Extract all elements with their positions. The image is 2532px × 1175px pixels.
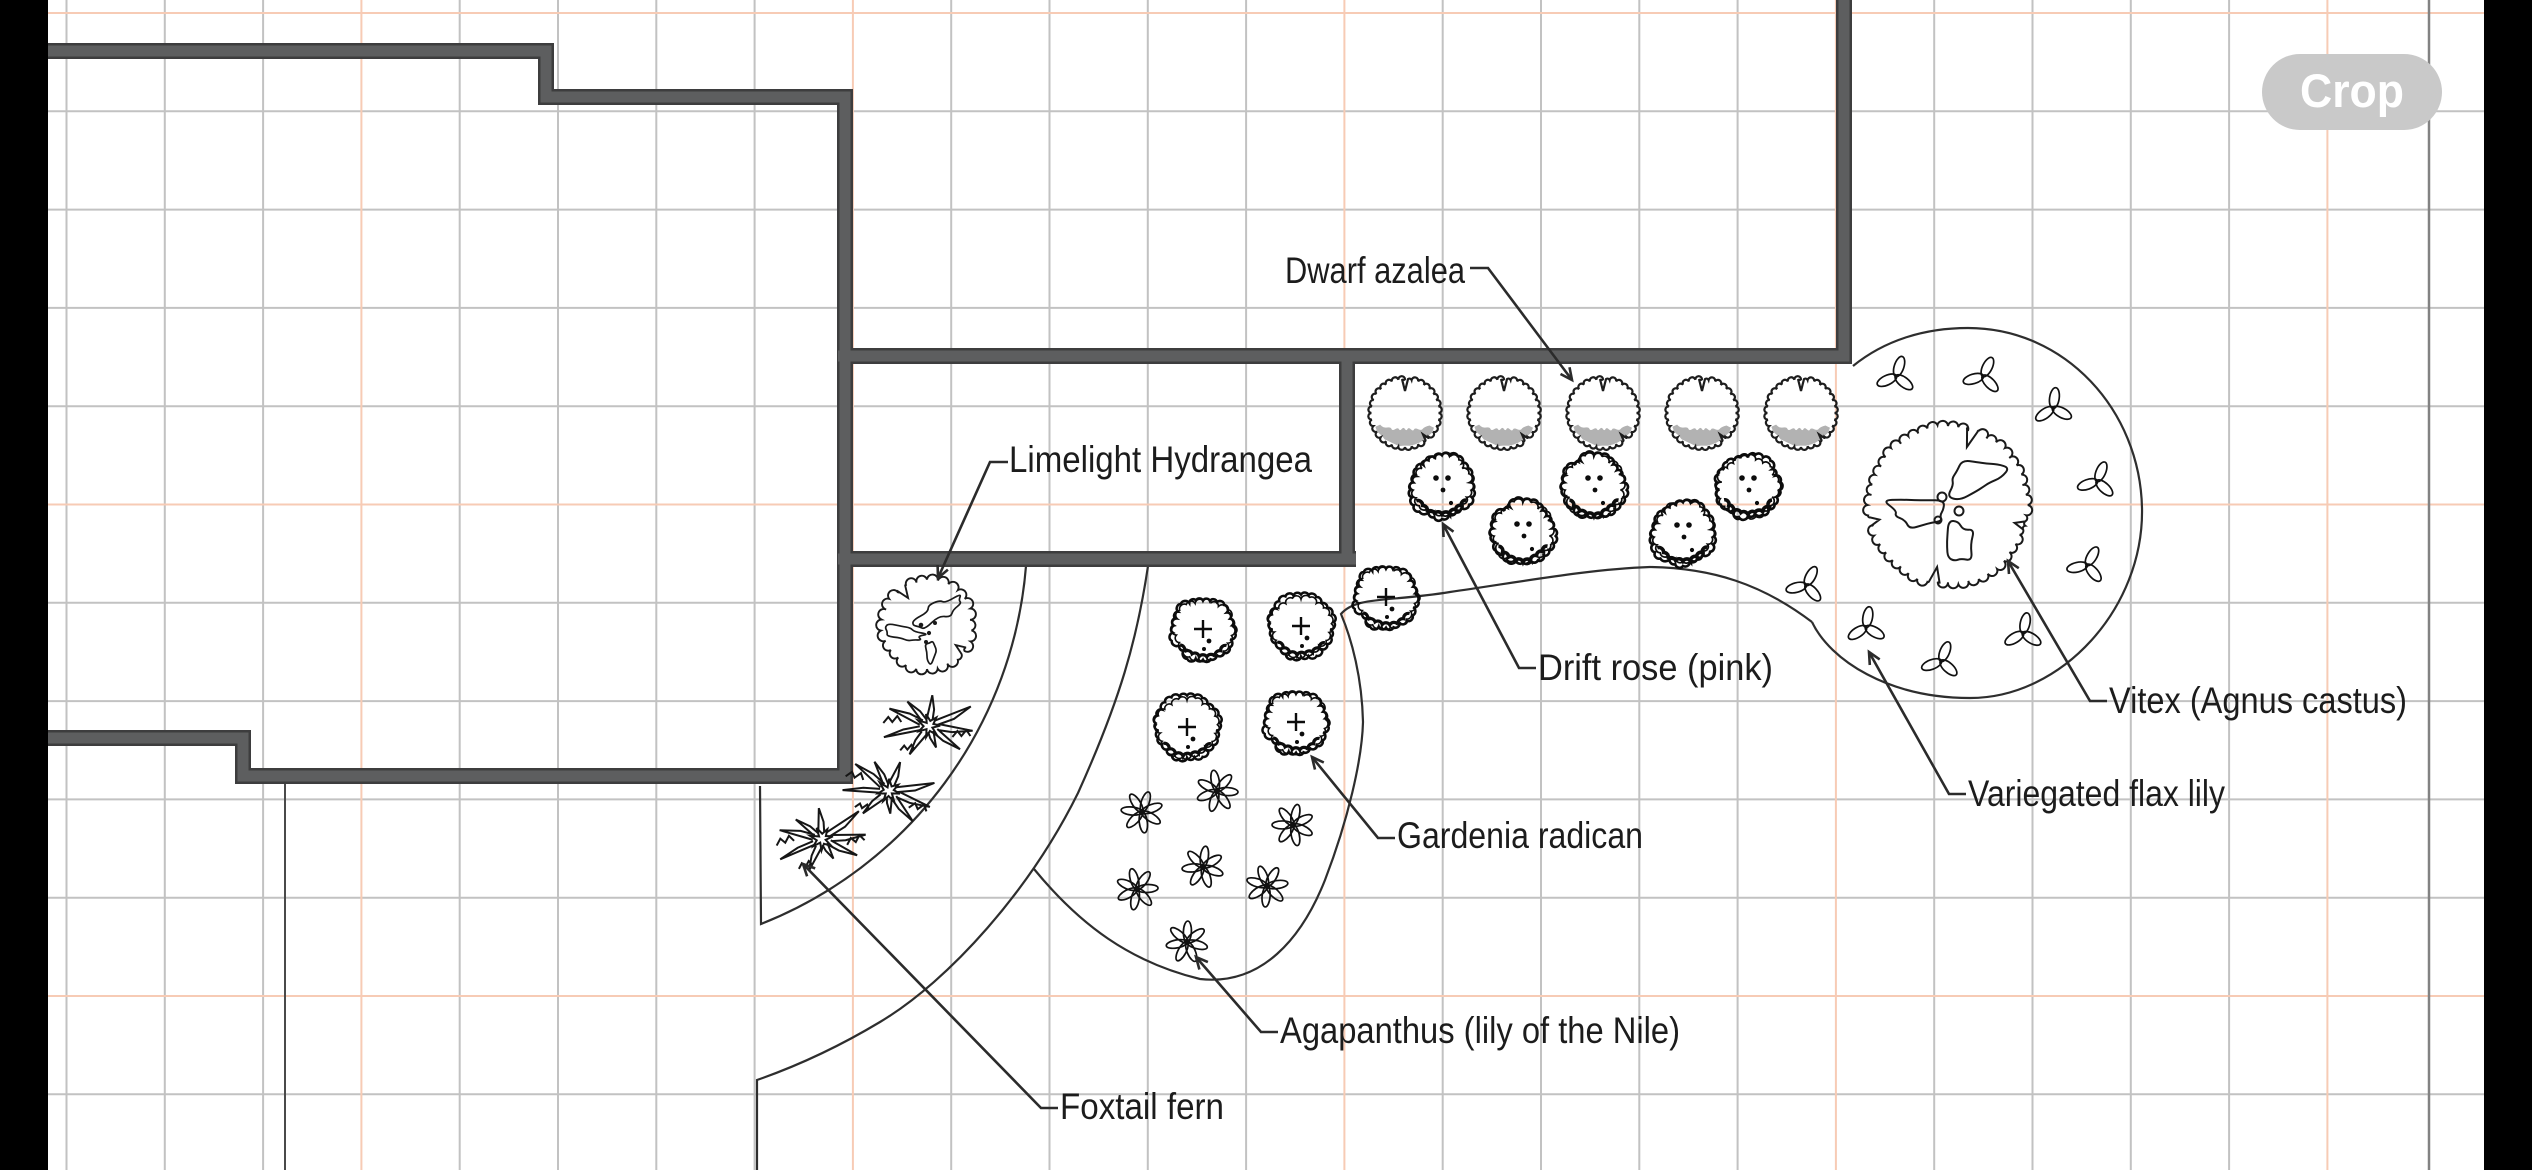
svg-text:Variegated flax lily: Variegated flax lily bbox=[1968, 773, 2225, 814]
svg-text:Dwarf azalea: Dwarf azalea bbox=[1285, 250, 1465, 291]
svg-text:Crop: Crop bbox=[2300, 64, 2404, 117]
svg-text:Drift rose (pink): Drift rose (pink) bbox=[1538, 647, 1773, 688]
svg-text:Limelight Hydrangea: Limelight Hydrangea bbox=[1009, 439, 1312, 480]
svg-text:Foxtail fern: Foxtail fern bbox=[1060, 1086, 1224, 1127]
svg-text:Agapanthus (lily of the Nile): Agapanthus (lily of the Nile) bbox=[1280, 1010, 1680, 1051]
svg-text:Vitex (Agnus castus): Vitex (Agnus castus) bbox=[2109, 680, 2407, 721]
svg-text:Gardenia radican: Gardenia radican bbox=[1397, 815, 1643, 856]
